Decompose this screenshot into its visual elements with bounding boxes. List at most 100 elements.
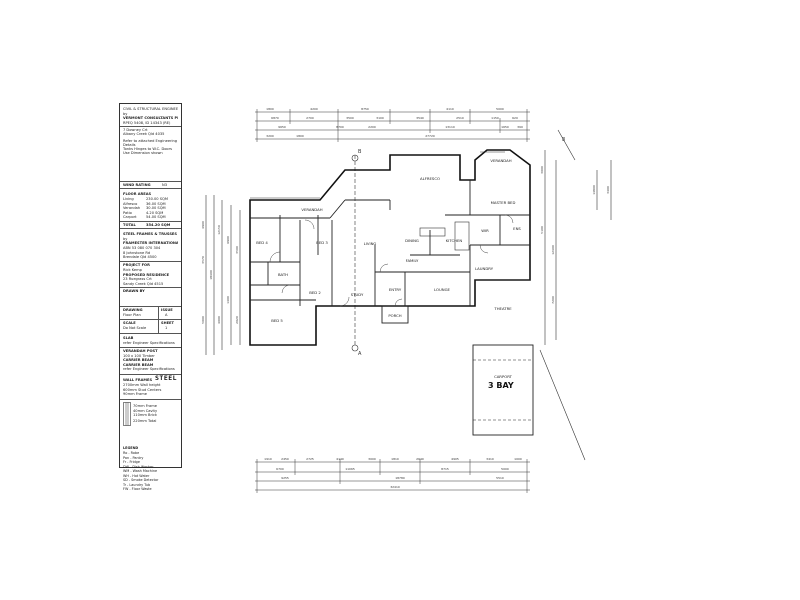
- legend-heading: LEGEND: [123, 446, 139, 450]
- dim-top-row4: 1800: [296, 134, 304, 138]
- dim-top-row4: 3200: [266, 134, 274, 138]
- dim-left: 4000: [217, 316, 221, 324]
- dim-top-row2: 3500: [346, 116, 354, 120]
- wall-section-line-1: 70mm Frame: [133, 404, 157, 408]
- legend-item: WH - Hot Water: [123, 473, 150, 478]
- sheet-value: 1: [165, 325, 168, 330]
- dim-bottom-row1: 4140: [336, 457, 344, 461]
- dim-right: 3400: [606, 186, 610, 194]
- legend-item: Fr - Fridge: [123, 460, 140, 464]
- area-name: Patio: [123, 210, 132, 215]
- wall-section-symbol: [123, 402, 131, 426]
- engineer-heading: CIVIL & STRUCTURAL ENGINEERING: [123, 107, 178, 111]
- room-label-verandah: VERANDAH: [301, 207, 322, 212]
- dim-right: 7200: [551, 296, 555, 304]
- room-label-carport: CARPORT: [494, 374, 513, 379]
- dim-top-row3: 1650: [501, 125, 509, 129]
- drawn-by-label: DRAWN BY: [123, 289, 145, 293]
- room-label-theatre: THEATRE: [493, 306, 512, 311]
- proposed-heading: PROPOSED RESIDENCE: [123, 272, 170, 277]
- dim-bottom-row1: 3000: [368, 457, 376, 461]
- slab-heading: SLAB: [123, 336, 134, 340]
- room-label-lounge: LOUNGE: [434, 287, 451, 292]
- dim-left: 3500: [235, 246, 239, 254]
- dim-bottom-row2: 11065: [345, 467, 355, 471]
- area-value: 54.00 SQM: [146, 215, 166, 219]
- room-label-porch: PORCH: [388, 313, 401, 318]
- room-label-dining: DINING: [405, 238, 419, 243]
- legend-item: SD - Smoke Detector: [123, 478, 159, 482]
- frames-address-1: 8 Johnstone Rd: [123, 251, 151, 255]
- legend-item: WM - Wash Machine: [123, 469, 158, 473]
- wall-frames-handwritten: STEEL: [155, 374, 178, 382]
- engineering-note-4: Use Dimension shown: [123, 151, 163, 155]
- dim-bottom-row1: 2450: [281, 457, 289, 461]
- dim-top-2: 4200: [310, 107, 318, 111]
- dim-bottom-row2: 6700: [276, 467, 284, 471]
- engineer-address-1: 7 Downey Crt: [123, 128, 148, 132]
- dim-right: 14800: [592, 185, 596, 195]
- total-area-label: TOTAL: [123, 222, 136, 227]
- frames-address-2: Brendale Qld 4500: [123, 255, 157, 259]
- engineer-name: VERMONT CONSULTANTS PL: [123, 116, 178, 120]
- dim-left: 3570: [201, 256, 205, 264]
- scale-label: SCALE: [123, 321, 136, 325]
- frames-abn: ABN 53 080 070 304: [123, 246, 161, 250]
- room-label-ens: ENS: [513, 226, 521, 231]
- frames-by: by: [123, 236, 128, 241]
- dim-bottom-row1: 2725: [306, 457, 314, 461]
- wall-section-line-2: 40mm Cavity: [133, 408, 158, 413]
- legend-item: DW - Dish Washer: [123, 464, 154, 469]
- carport-handwritten-note: 3 BAY: [488, 381, 514, 390]
- dim-top-row2: 2510: [456, 116, 464, 120]
- project-client: Rick Kemp: [123, 267, 142, 272]
- scale-value: Do Not Scale: [123, 325, 147, 330]
- drawing-value: Floor Plan: [123, 312, 141, 317]
- room-label-verandah-2: VERANDAH: [490, 158, 511, 163]
- issue-label: ISSUE: [161, 308, 173, 312]
- verandah-post-heading: VERANDAH POST: [123, 349, 158, 353]
- dim-top-row3: 390: [517, 125, 523, 129]
- dim-bottom-row1: 1000: [514, 457, 522, 461]
- legend-item: Tr - Laundry Tub: [123, 482, 151, 487]
- dim-top-3: 8750: [361, 107, 369, 111]
- dim-bottom-row4: 32410: [390, 485, 400, 489]
- dim-bottom-row2: 8715: [441, 467, 449, 471]
- room-label-bath: BATH: [278, 272, 288, 277]
- room-label-bed5: BED 5: [271, 318, 283, 323]
- legend-item: FW - Floor Waste: [123, 487, 152, 491]
- dim-bottom-row1: 1910: [264, 457, 272, 461]
- dim-bottom-row3: 9255: [281, 476, 289, 480]
- sheet-label: SHEET: [161, 321, 174, 325]
- verandah-post-line-1: 100 x 100 Timber: [123, 353, 155, 358]
- dim-bottom-row1: 3410: [486, 457, 494, 461]
- proposed-address-2: Sandy Creek Qld 4515: [123, 281, 164, 286]
- room-label-wir: WIR: [481, 228, 489, 233]
- dim-left: 2020: [235, 316, 239, 324]
- dim-top-row2: 620: [512, 116, 518, 120]
- wind-rating-label: WIND RATING: [123, 182, 151, 187]
- verandah-post-line-3: CARRIER BEAM: [123, 362, 154, 367]
- dim-bottom-row2: 5000: [501, 467, 509, 471]
- dim-bottom-row3: 5510: [496, 476, 504, 480]
- area-value: 4.20 SQM: [146, 210, 164, 215]
- total-area-value: 354.20 SQM: [146, 222, 171, 227]
- wall-section-line-3: 110mm Brick: [133, 413, 158, 417]
- area-name: Alfresco: [123, 201, 138, 206]
- frames-company: FRAMESTER INTERNATIONAL PL: [123, 241, 178, 245]
- section-reference: 8: [562, 137, 565, 143]
- legend-item: Ro - Robe: [123, 451, 140, 455]
- wind-rating-value: N3: [162, 182, 167, 187]
- wall-frames-line-2: 600mm Stud Centers: [123, 387, 162, 392]
- dim-bottom-row1: 2640: [416, 457, 424, 461]
- dim-top-row2: 6870: [271, 116, 279, 120]
- area-name: Carport: [123, 215, 137, 219]
- dim-top-row3: 13110: [445, 125, 455, 129]
- engineer-rpeq: RPEQ 5408, ID 14343 (RE): [123, 120, 171, 125]
- frames-heading: STEEL FRAMES & TRUSSES: [123, 232, 177, 236]
- dim-right: 5100: [540, 226, 544, 234]
- room-label-entry: ENTRY: [389, 287, 402, 292]
- legend-item: Pan - Pantry: [123, 455, 144, 460]
- grid-mark-a: A: [358, 351, 362, 357]
